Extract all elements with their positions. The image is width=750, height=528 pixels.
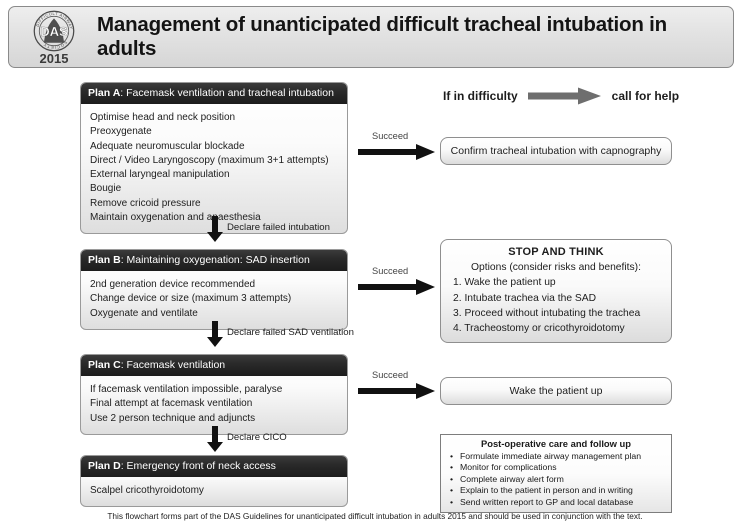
list-item: External laryngeal manipulation	[90, 169, 230, 181]
list-item: Adequate neuromuscular blockade	[90, 140, 245, 152]
succeed-label-b: Succeed	[372, 266, 409, 276]
list-item: Final attempt at facemask ventilation	[90, 398, 253, 410]
help-text-before: If in difficulty	[443, 89, 518, 103]
succeed-label-c: Succeed	[372, 370, 409, 380]
title-banner: DAS DIFFICULT AIRWAY SOCIETY 2015 Manage…	[8, 6, 734, 68]
succeed-label-a: Succeed	[372, 131, 409, 141]
list-item-label: Explain to the patient in person and in …	[460, 485, 633, 496]
plan-c-label: Plan C	[88, 359, 121, 371]
plan-a-label: Plan A	[88, 87, 121, 99]
list-item: 2. Intubate trachea via the SAD	[453, 292, 597, 304]
list-item: If facemask ventilation impossible, para…	[90, 384, 283, 395]
plan-b-items: 2nd generation device recommended Change…	[81, 271, 347, 329]
plan-c-title: : Facemask ventilation	[120, 359, 226, 371]
list-item-label: Send written report to GP and local data…	[460, 496, 634, 507]
plan-b-box: Plan B: Maintaining oxygenation: SAD ins…	[80, 249, 348, 330]
succeed-arrow-a-icon	[358, 144, 435, 160]
down-arrow-a-to-b-icon	[207, 216, 223, 242]
list-item: Bougie	[90, 183, 122, 195]
post-operative-care-box: Post-operative care and follow up • Form…	[440, 434, 672, 514]
list-item: Direct / Video Laryngoscopy (maximum 3+1…	[90, 154, 329, 166]
list-item: 4. Tracheostomy or cricothyroidotomy	[453, 323, 625, 335]
plan-a-title: : Facemask ventilation and tracheal intu…	[120, 87, 334, 99]
plan-b-title: : Maintaining oxygenation: SAD insertion	[120, 254, 310, 266]
transition-label-b-to-c: Declare failed SAD ventilation	[227, 327, 354, 338]
list-item: Use 2 person technique and adjuncts	[90, 412, 256, 424]
bullet-icon: •	[450, 496, 454, 507]
plan-a-box: Plan A: Facemask ventilation and trachea…	[80, 82, 348, 235]
list-item: Preoxygenate	[90, 126, 152, 138]
list-item: • Complete airway alert form	[446, 474, 666, 485]
list-item: Optimise head and neck position	[90, 112, 236, 123]
bullet-icon: •	[450, 485, 454, 496]
list-item: Oxygenate and ventilate	[90, 307, 198, 319]
plan-b-label: Plan B	[88, 254, 121, 266]
footer-note: This flowchart forms part of the DAS Gui…	[107, 511, 643, 521]
plan-d-header: Plan D: Emergency front of neck access	[81, 456, 347, 477]
plan-c-box: Plan C: Facemask ventilation If facemask…	[80, 354, 348, 435]
logo-year: 2015	[39, 51, 69, 66]
succeed-arrow-c-icon	[358, 383, 435, 399]
list-item-label: Formulate immediate airway management pl…	[460, 451, 642, 461]
list-item-label: Complete airway alert form	[460, 473, 564, 484]
wake-patient-text: Wake the patient up	[509, 385, 603, 397]
stop-and-think-box: STOP AND THINK Options (consider risks a…	[440, 239, 672, 344]
das-logo-block: DAS DIFFICULT AIRWAY SOCIETY 2015	[23, 10, 85, 68]
list-item: Scalpel cricothyroidotomy	[90, 485, 204, 496]
plan-d-items: Scalpel cricothyroidotomy	[81, 477, 347, 506]
transition-label-c-to-d: Declare CICO	[227, 432, 287, 443]
list-item: Remove cricoid pressure	[90, 197, 201, 209]
list-item: • Formulate immediate airway management …	[446, 451, 666, 462]
list-item: 1. Wake the patient up	[453, 277, 556, 289]
list-item: • Monitor for complications	[446, 462, 666, 473]
das-logo-icon: DAS DIFFICULT AIRWAY SOCIETY	[33, 10, 75, 52]
list-item: • Explain to the patient in person and i…	[446, 485, 666, 496]
plan-d-label: Plan D	[88, 460, 121, 472]
confirm-intubation-text: Confirm tracheal intubation with capnogr…	[450, 145, 662, 157]
list-item: • Send written report to GP and local da…	[446, 497, 666, 508]
list-item-label: Monitor for complications	[460, 462, 557, 473]
page-title: Management of unanticipated difficult tr…	[97, 13, 667, 60]
down-arrow-c-to-d-icon	[207, 426, 223, 452]
confirm-intubation-box: Confirm tracheal intubation with capnogr…	[440, 137, 672, 165]
help-text-after: call for help	[611, 89, 680, 103]
bullet-icon: •	[450, 462, 454, 473]
list-item: Change device or size (maximum 3 attempt…	[90, 293, 292, 305]
right-arrow-icon	[527, 87, 601, 105]
plan-d-box: Plan D: Emergency front of neck access S…	[80, 455, 348, 508]
list-item: 2nd generation device recommended	[90, 279, 256, 290]
succeed-arrow-b-icon	[358, 279, 435, 295]
list-item: 3. Proceed without intubating the trache…	[453, 307, 641, 319]
call-for-help-banner: If in difficulty call for help	[443, 86, 733, 106]
plan-c-header: Plan C: Facemask ventilation	[81, 355, 347, 376]
plan-a-items: Optimise head and neck position Preoxyge…	[81, 104, 347, 233]
plan-c-items: If facemask ventilation impossible, para…	[81, 376, 347, 434]
svg-text:DAS: DAS	[40, 24, 68, 39]
plan-d-title: : Emergency front of neck access	[120, 460, 276, 472]
stop-and-think-title: STOP AND THINK	[508, 246, 604, 258]
plan-a-header: Plan A: Facemask ventilation and trachea…	[81, 83, 347, 104]
plan-b-header: Plan B: Maintaining oxygenation: SAD ins…	[81, 250, 347, 271]
wake-patient-box: Wake the patient up	[440, 377, 672, 405]
stop-and-think-subtitle: Options (consider risks and benefits):	[471, 262, 641, 274]
post-operative-title: Post-operative care and follow up	[480, 438, 632, 449]
bullet-icon: •	[450, 473, 454, 484]
transition-label-a-to-b: Declare failed intubation	[227, 222, 330, 233]
bullet-icon: •	[450, 451, 454, 461]
list-item: Maintain oxygenation and anaesthesia	[90, 212, 261, 224]
down-arrow-b-to-c-icon	[207, 321, 223, 347]
